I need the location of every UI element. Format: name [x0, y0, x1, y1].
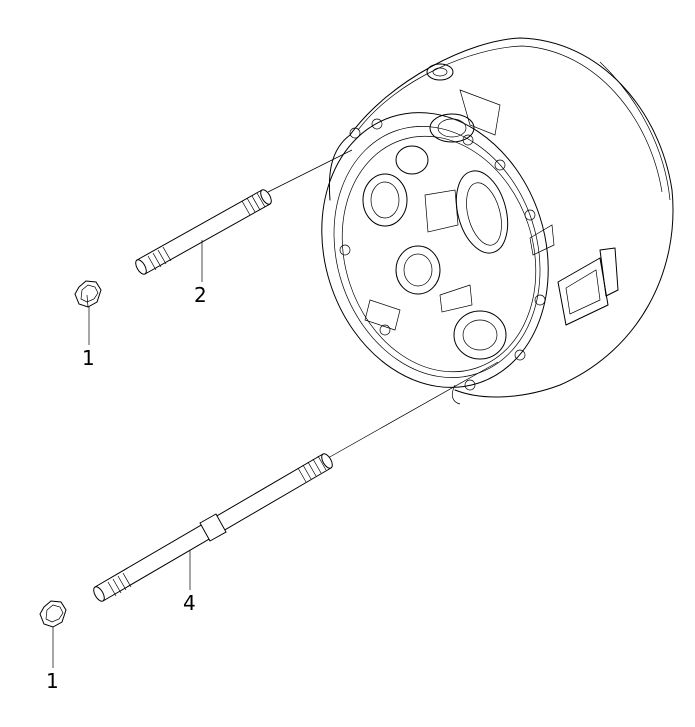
alignment-line-upper — [267, 149, 353, 193]
callout-nut-lower: 1 — [46, 669, 59, 693]
housing — [321, 37, 674, 405]
nut-lower — [39, 600, 67, 628]
callout-stud-upper: 2 — [194, 283, 207, 307]
stud-upper — [135, 189, 272, 275]
nut-upper — [74, 280, 102, 308]
stud-lower — [93, 453, 333, 602]
alignment-line-lower — [327, 361, 499, 459]
callout-stud-lower: 4 — [183, 591, 196, 615]
callout-nut-upper: 1 — [82, 346, 95, 370]
